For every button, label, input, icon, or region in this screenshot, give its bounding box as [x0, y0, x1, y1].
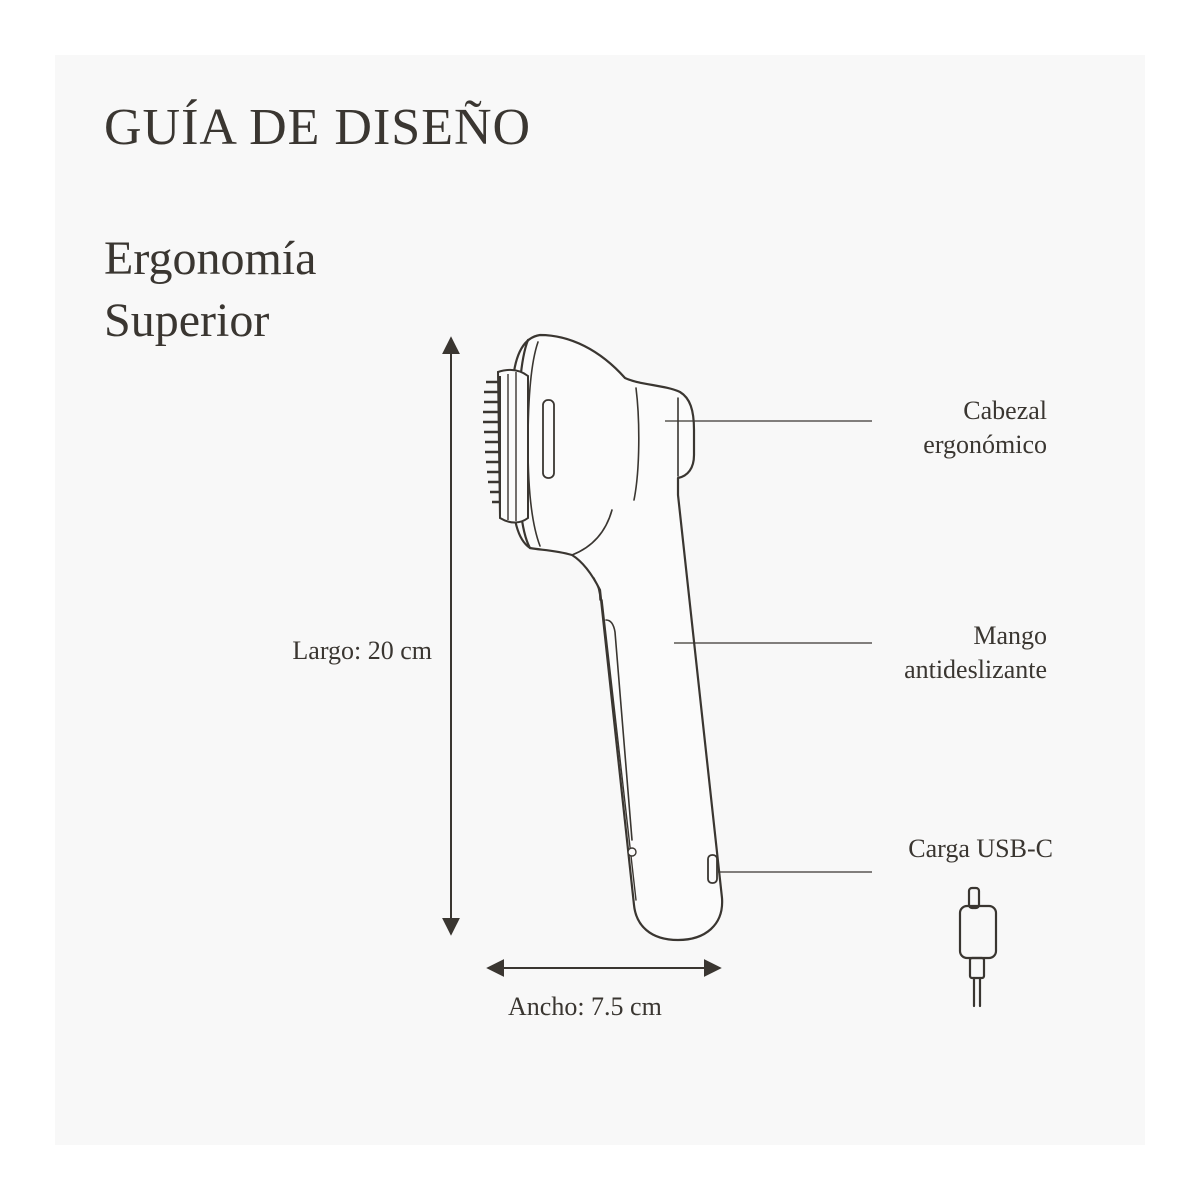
massager-brush-icon: [510, 333, 724, 942]
length-label: Largo: 20 cm: [292, 636, 432, 665]
bristle-pad: [483, 368, 529, 524]
section-heading: Ergonomía Superior: [104, 228, 316, 352]
section-heading-line2: Superior: [104, 294, 270, 347]
page-title: GUÍA DE DISEÑO: [104, 99, 532, 156]
usb-c-cable-icon: [958, 886, 998, 1008]
head-callout-line1: Cabezal: [963, 396, 1047, 425]
width-label: Ancho: 7.5 cm: [508, 992, 662, 1021]
head-callout-label: Cabezal ergonómico: [800, 394, 1047, 462]
grip-callout-line2: antideslizante: [904, 655, 1047, 684]
grip-callout-label: Mango antideslizante: [800, 619, 1047, 687]
head-callout-line2: ergonómico: [923, 430, 1047, 459]
grip-callout-line1: Mango: [973, 621, 1047, 650]
charge-callout-label: Carga USB-C: [908, 834, 1053, 863]
section-heading-line1: Ergonomía: [104, 232, 317, 285]
